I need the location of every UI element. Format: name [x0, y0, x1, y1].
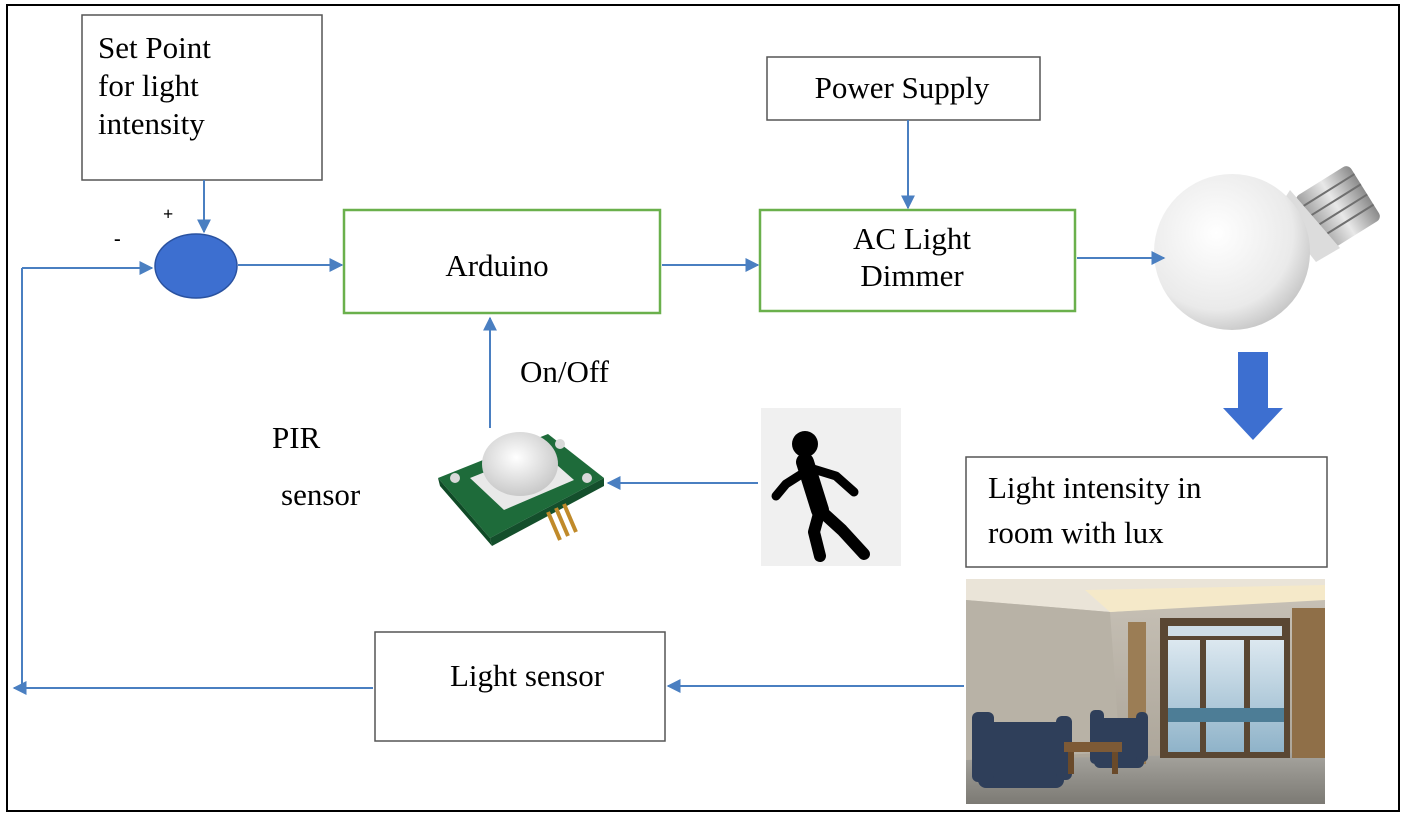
pir-label-line2: sensor [281, 477, 361, 512]
diagram-frame [6, 4, 1400, 812]
minus-sign: - [114, 228, 121, 250]
on-off-label: On/Off [520, 354, 610, 389]
pir-sensor-image [438, 432, 604, 546]
connector-arrows [12, 120, 1166, 695]
power-supply-label: Power Supply [815, 70, 990, 105]
room-photo [966, 579, 1325, 804]
summing-junction [154, 233, 238, 299]
arduino-label: Arduino [445, 248, 548, 283]
set-point-label-line3: intensity [98, 106, 205, 141]
arduino-block: Arduino [342, 208, 662, 315]
room-intensity-label-line2: room with lux [988, 515, 1164, 550]
output-down-arrow [1223, 352, 1283, 440]
light-bulb-image [1154, 166, 1380, 330]
dimmer-label-line2: Dimmer [860, 258, 964, 293]
pir-label-line1: PIR [272, 420, 321, 455]
set-point-label-line1: Set Point [98, 30, 211, 65]
set-point-block: Set Point for light intensity [81, 14, 323, 181]
room-intensity-block: Light intensity in room with lux [965, 456, 1328, 568]
dimmer-label-line1: AC Light [853, 221, 971, 256]
room-intensity-label-line1: Light intensity in [988, 470, 1202, 505]
plus-sign: + [163, 204, 173, 224]
power-supply-block: Power Supply [766, 56, 1041, 121]
dimmer-block: AC Light Dimmer [758, 208, 1077, 313]
light-sensor-label: Light sensor [450, 658, 605, 693]
light-sensor-block: Light sensor [374, 631, 666, 742]
person-walking-image [761, 408, 901, 566]
set-point-label-line2: for light [98, 68, 199, 103]
